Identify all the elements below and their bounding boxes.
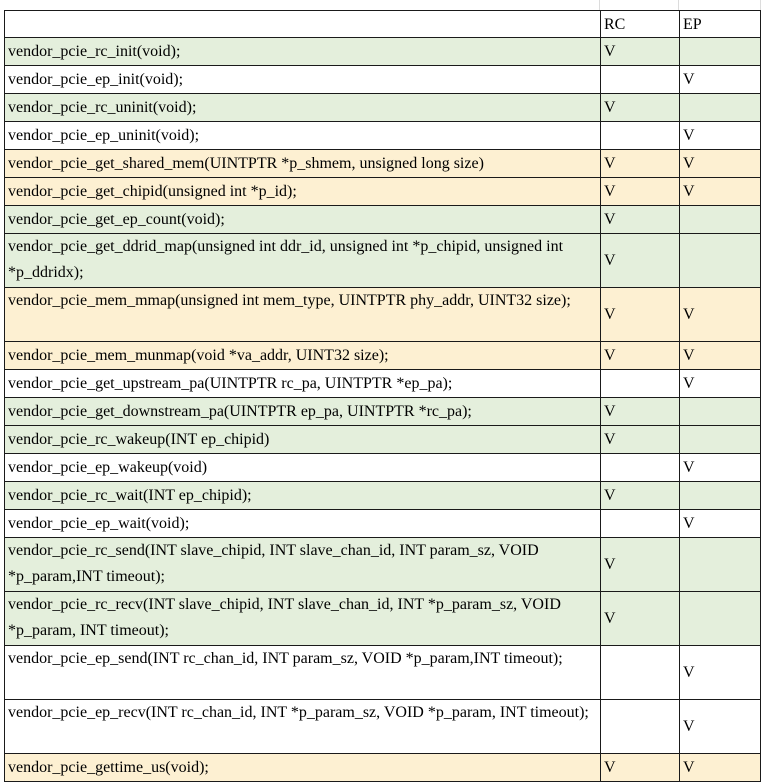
ep-support-cell[interactable]: V	[679, 287, 761, 342]
rc-support-cell[interactable]: V	[600, 205, 680, 234]
ep-support-cell[interactable]	[679, 397, 761, 426]
ep-support-cell[interactable]: V	[679, 453, 761, 482]
table-row: vendor_pcie_get_ddrid_map(unsigned int d…	[4, 233, 761, 288]
ep-support-cell[interactable]: V	[679, 341, 761, 370]
table-row: vendor_pcie_rc_init(void);V	[4, 37, 761, 66]
function-cell[interactable]: vendor_pcie_rc_uninit(void);	[4, 93, 601, 122]
table-row: vendor_pcie_rc_recv(INT slave_chipid, IN…	[4, 591, 761, 646]
rc-support-cell[interactable]: V	[600, 481, 680, 510]
table-row: vendor_pcie_ep_recv(INT rc_chan_id, INT …	[4, 699, 761, 754]
table-row: vendor_pcie_ep_init(void); V	[4, 65, 761, 94]
function-cell[interactable]: vendor_pcie_ep_wait(void);	[4, 509, 601, 538]
function-cell[interactable]: vendor_pcie_get_downstream_pa(UINTPTR ep…	[4, 397, 601, 426]
header-ep-cell[interactable]: EP	[679, 10, 761, 38]
function-cell[interactable]: vendor_pcie_ep_init(void);	[4, 65, 601, 94]
table-row: vendor_pcie_ep_uninit(void); V	[4, 121, 761, 150]
ep-support-cell[interactable]: V	[679, 177, 761, 206]
rc-support-cell[interactable]	[600, 699, 680, 754]
function-cell[interactable]: vendor_pcie_mem_munmap(void *va_addr, UI…	[4, 341, 601, 370]
rc-support-cell[interactable]	[600, 453, 680, 482]
ep-support-cell[interactable]: V	[679, 509, 761, 538]
function-cell[interactable]: vendor_pcie_gettime_us(void);	[4, 753, 601, 782]
ep-support-cell[interactable]	[679, 37, 761, 66]
function-cell[interactable]: vendor_pcie_get_shared_mem(UINTPTR *p_sh…	[4, 149, 601, 178]
table-row: vendor_pcie_ep_wakeup(void) V	[4, 453, 761, 482]
table-row: vendor_pcie_rc_wait(INT ep_chipid);V	[4, 481, 761, 510]
rc-support-cell[interactable]: V	[600, 537, 680, 592]
rc-support-cell[interactable]: V	[600, 425, 680, 454]
rc-support-cell[interactable]	[600, 369, 680, 398]
ep-support-cell[interactable]	[679, 205, 761, 234]
function-cell[interactable]: vendor_pcie_get_ep_count(void);	[4, 205, 601, 234]
ep-support-cell[interactable]: V	[679, 121, 761, 150]
rc-support-cell[interactable]: V	[600, 397, 680, 426]
ep-support-cell[interactable]: V	[679, 753, 761, 782]
ep-support-cell[interactable]: V	[679, 699, 761, 754]
rc-support-cell[interactable]: V	[600, 753, 680, 782]
rc-support-cell[interactable]: V	[600, 149, 680, 178]
function-cell[interactable]: vendor_pcie_rc_init(void);	[4, 37, 601, 66]
rc-support-cell[interactable]	[600, 121, 680, 150]
table-row: vendor_pcie_get_shared_mem(UINTPTR *p_sh…	[4, 149, 761, 178]
rc-support-cell[interactable]: V	[600, 341, 680, 370]
function-cell[interactable]: vendor_pcie_ep_uninit(void);	[4, 121, 601, 150]
function-cell[interactable]: vendor_pcie_get_ddrid_map(unsigned int d…	[4, 233, 601, 288]
rc-support-cell[interactable]: V	[600, 177, 680, 206]
rc-support-cell[interactable]	[600, 65, 680, 94]
table-row: vendor_pcie_get_upstream_pa(UINTPTR rc_p…	[4, 369, 761, 398]
function-cell[interactable]: vendor_pcie_ep_wakeup(void)	[4, 453, 601, 482]
table-row: vendor_pcie_mem_munmap(void *va_addr, UI…	[4, 341, 761, 370]
ep-support-cell[interactable]: V	[679, 149, 761, 178]
table-row: vendor_pcie_rc_uninit(void);V	[4, 93, 761, 122]
table-row: vendor_pcie_get_downstream_pa(UINTPTR ep…	[4, 397, 761, 426]
function-cell[interactable]: vendor_pcie_get_upstream_pa(UINTPTR rc_p…	[4, 369, 601, 398]
ep-support-cell[interactable]	[679, 93, 761, 122]
rc-support-cell[interactable]: V	[600, 591, 680, 646]
ep-support-cell[interactable]	[679, 591, 761, 646]
ep-support-cell[interactable]	[679, 425, 761, 454]
header-row: RC EP	[4, 10, 761, 38]
rc-support-cell[interactable]: V	[600, 287, 680, 342]
header-function-cell[interactable]	[4, 10, 601, 38]
function-cell[interactable]: vendor_pcie_rc_wait(INT ep_chipid);	[4, 481, 601, 510]
function-cell[interactable]: vendor_pcie_rc_recv(INT slave_chipid, IN…	[4, 591, 601, 646]
table-row: vendor_pcie_mem_mmap(unsigned int mem_ty…	[4, 287, 761, 342]
rc-support-cell[interactable]: V	[600, 233, 680, 288]
ep-support-cell[interactable]	[679, 481, 761, 510]
function-cell[interactable]: vendor_pcie_rc_wakeup(INT ep_chipid)	[4, 425, 601, 454]
function-cell[interactable]: vendor_pcie_get_chipid(unsigned int *p_i…	[4, 177, 601, 206]
function-cell[interactable]: vendor_pcie_mem_mmap(unsigned int mem_ty…	[4, 287, 601, 342]
function-cell[interactable]: vendor_pcie_ep_send(INT rc_chan_id, INT …	[4, 645, 601, 700]
ep-support-cell[interactable]	[679, 537, 761, 592]
rc-support-cell[interactable]: V	[600, 93, 680, 122]
rc-support-cell[interactable]	[600, 645, 680, 700]
function-cell[interactable]: vendor_pcie_ep_recv(INT rc_chan_id, INT …	[4, 699, 601, 754]
function-cell[interactable]: vendor_pcie_rc_send(INT slave_chipid, IN…	[4, 537, 601, 592]
table-row: vendor_pcie_ep_send(INT rc_chan_id, INT …	[4, 645, 761, 700]
table-row: vendor_pcie_rc_send(INT slave_chipid, IN…	[4, 537, 761, 592]
ep-support-cell[interactable]: V	[679, 65, 761, 94]
ep-support-cell[interactable]: V	[679, 645, 761, 700]
table-row: vendor_pcie_get_chipid(unsigned int *p_i…	[4, 177, 761, 206]
rc-support-cell[interactable]: V	[600, 37, 680, 66]
table-row: vendor_pcie_ep_wait(void); V	[4, 509, 761, 538]
header-rc-cell[interactable]: RC	[600, 10, 680, 38]
table-row: vendor_pcie_rc_wakeup(INT ep_chipid)V	[4, 425, 761, 454]
rc-support-cell[interactable]	[600, 509, 680, 538]
ep-support-cell[interactable]: V	[679, 369, 761, 398]
ep-support-cell[interactable]	[679, 233, 761, 288]
table-row: vendor_pcie_get_ep_count(void);V	[4, 205, 761, 234]
